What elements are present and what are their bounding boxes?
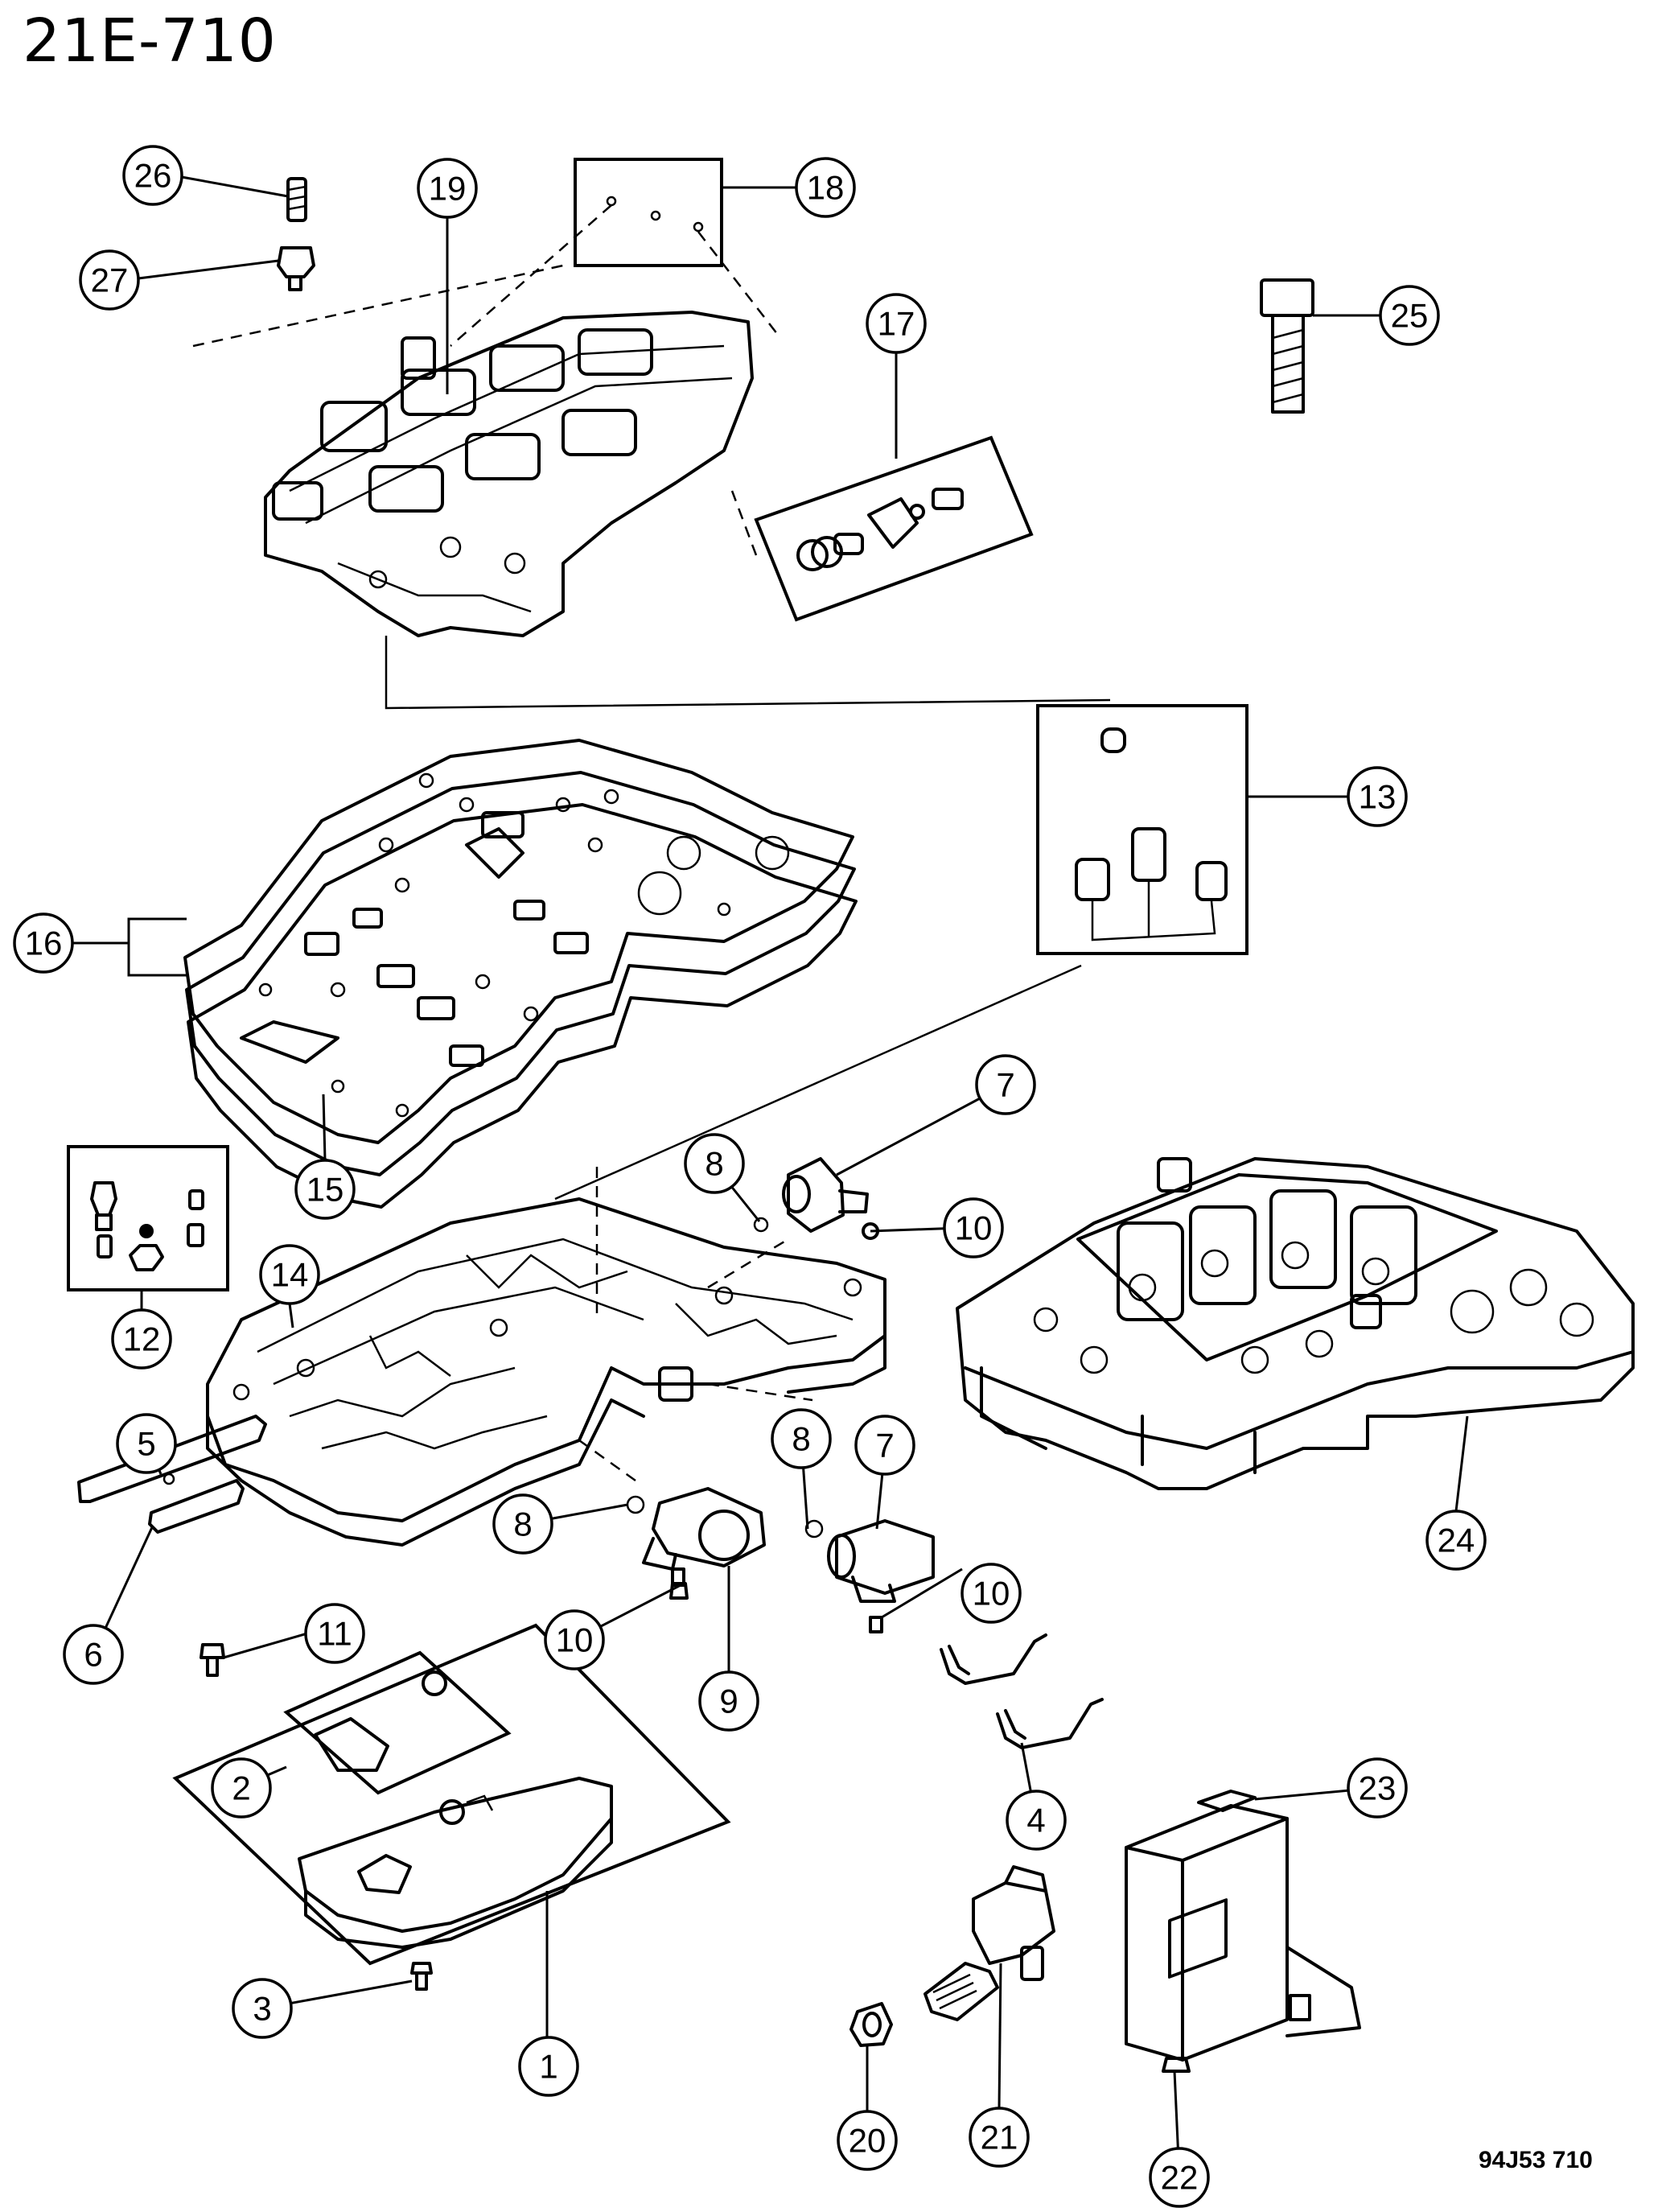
- callout-25-label: 25: [1391, 297, 1429, 335]
- callout-17-label: 17: [878, 305, 915, 343]
- callout-26: 26: [122, 145, 183, 206]
- callout-12-label: 12: [123, 1320, 161, 1358]
- callout-19: 19: [417, 158, 478, 219]
- solenoid-lower-left: [626, 1487, 766, 1600]
- callout-7-upper-label: 7: [996, 1066, 1014, 1104]
- bolt: [1260, 278, 1314, 414]
- check-ball-box: [554, 704, 1248, 1201]
- cooler-lines: [940, 1633, 1104, 1749]
- callout-10-left-label: 10: [556, 1621, 594, 1659]
- valve-body-assembly: [956, 1157, 1635, 1490]
- plug-set-box: [192, 158, 781, 348]
- callout-4-label: 4: [1026, 1802, 1045, 1839]
- callout-23: 23: [1347, 1757, 1408, 1819]
- callout-10-left: 10: [544, 1609, 605, 1670]
- callout-21-label: 21: [981, 2119, 1018, 2156]
- screw-11: [200, 1643, 225, 1677]
- callout-9-label: 9: [719, 1683, 738, 1720]
- separator-plates: [183, 739, 858, 1209]
- callout-11-label: 11: [317, 1615, 352, 1653]
- callout-3: 3: [232, 1978, 293, 2039]
- solenoid-upper: [753, 1157, 879, 1240]
- upper-valve-body: [264, 311, 754, 637]
- callout-5: 5: [116, 1413, 177, 1474]
- callout-10-right: 10: [961, 1563, 1022, 1624]
- callout-12: 12: [111, 1308, 172, 1370]
- callout-10-upper-label: 10: [955, 1209, 993, 1247]
- callout-3-label: 3: [253, 1990, 271, 2028]
- control-module: [1125, 1790, 1361, 2073]
- callout-8-top: 8: [684, 1133, 745, 1194]
- callout-20-label: 20: [849, 2122, 886, 2160]
- callout-18-label: 18: [807, 169, 845, 207]
- callout-24: 24: [1425, 1510, 1487, 1571]
- callout-1-label: 1: [539, 2048, 557, 2086]
- callout-22-label: 22: [1161, 2159, 1199, 2197]
- callout-16-label: 16: [25, 925, 63, 962]
- callout-6-label: 6: [84, 1636, 102, 1674]
- brackets: [77, 1415, 267, 1534]
- relief-valve-box: [67, 1145, 229, 1291]
- callout-8-right-label: 8: [792, 1420, 810, 1458]
- callout-27-label: 27: [91, 262, 129, 299]
- spring-and-plug: [277, 177, 315, 291]
- callout-8-left: 8: [492, 1493, 553, 1555]
- callout-27: 27: [79, 249, 140, 311]
- callout-8-right: 8: [771, 1408, 832, 1469]
- accumulator-parts-box: [730, 435, 1034, 622]
- callout-2: 2: [211, 1757, 272, 1819]
- callout-14: 14: [259, 1244, 320, 1305]
- callout-20: 20: [837, 2110, 898, 2171]
- callout-15-label: 15: [306, 1171, 344, 1209]
- callout-10-upper: 10: [943, 1197, 1004, 1258]
- callout-4: 4: [1006, 1790, 1067, 1851]
- callout-21: 21: [969, 2107, 1030, 2168]
- sensor-and-switch: [849, 1865, 1055, 2047]
- callout-13-label: 13: [1359, 778, 1397, 816]
- solenoid-lower-right: [804, 1519, 935, 1633]
- callout-22: 22: [1149, 2147, 1210, 2208]
- callout-13: 13: [1347, 766, 1408, 827]
- callout-26-label: 26: [134, 157, 172, 195]
- callout-18: 18: [795, 157, 856, 218]
- callout-7-upper: 7: [975, 1054, 1036, 1115]
- callout-24-label: 24: [1438, 1522, 1475, 1559]
- callout-19-label: 19: [429, 170, 467, 208]
- callout-17: 17: [866, 293, 927, 354]
- callout-1: 1: [518, 2036, 579, 2097]
- drawing-code: 94J53 710: [1479, 2147, 1593, 2173]
- callout-6: 6: [63, 1624, 124, 1685]
- callout-16: 16: [13, 912, 74, 974]
- callout-10-right-label: 10: [973, 1575, 1010, 1613]
- callout-7-lower-label: 7: [875, 1427, 894, 1464]
- callout-2-label: 2: [232, 1769, 250, 1807]
- callout-5-label: 5: [137, 1425, 155, 1463]
- callout-8-left-label: 8: [513, 1506, 532, 1543]
- filter-box: [172, 1623, 731, 1991]
- callout-7-lower: 7: [854, 1415, 915, 1476]
- callout-25: 25: [1379, 285, 1440, 346]
- callout-8-top-label: 8: [705, 1145, 723, 1183]
- lower-valve-body: [206, 1197, 886, 1547]
- sheet-code: 21E-710: [23, 6, 277, 76]
- callout-23-label: 23: [1359, 1769, 1397, 1807]
- callout-9: 9: [698, 1670, 759, 1732]
- callout-11: 11: [304, 1603, 365, 1664]
- callout-15: 15: [294, 1159, 356, 1220]
- callout-14-label: 14: [271, 1256, 309, 1294]
